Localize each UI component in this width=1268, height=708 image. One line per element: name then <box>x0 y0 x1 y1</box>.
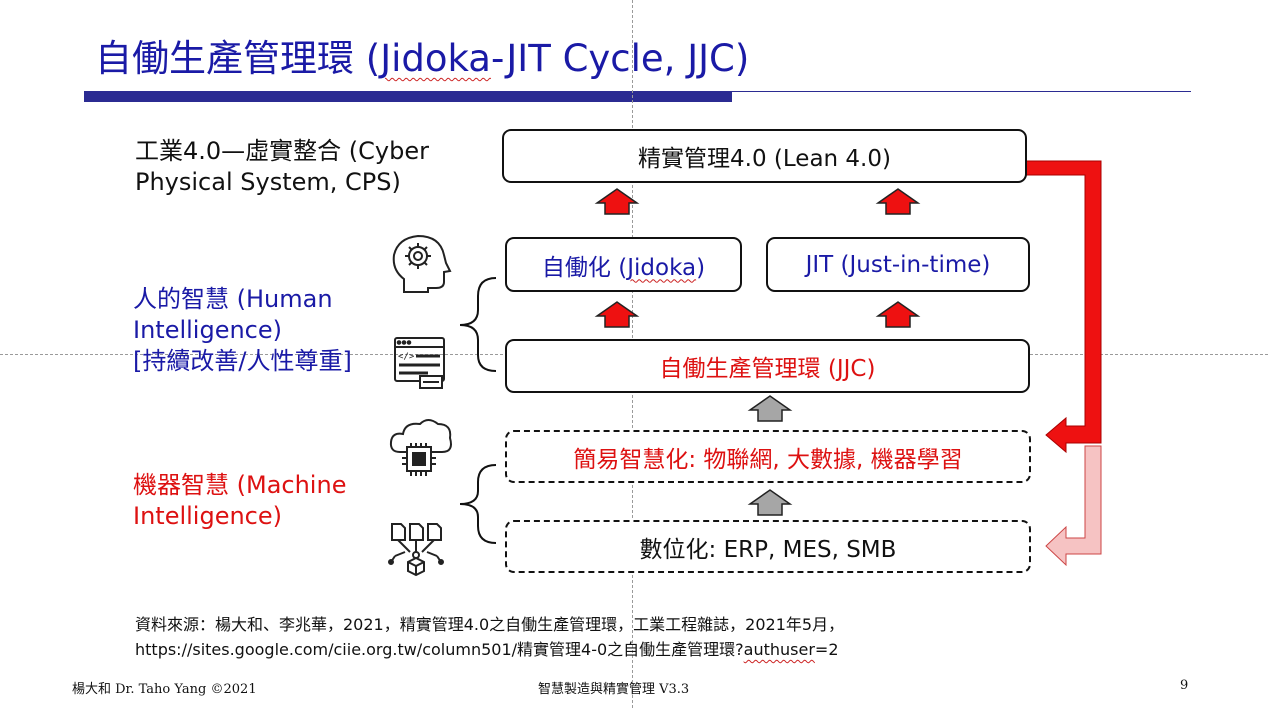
slide-title: 自働生產管理環 (Jidoka-JIT Cycle, JJC) <box>95 37 750 80</box>
footer-course: 智慧製造與精實管理 V3.3 <box>538 682 690 697</box>
up-arrow-red <box>875 188 921 215</box>
digital-box: 數位化: ERP, MES, SMB <box>505 520 1031 573</box>
up-arrow-gray <box>747 489 793 516</box>
up-arrow-red <box>875 301 921 328</box>
feedback-arrow-pink <box>1045 445 1102 567</box>
jjc-box: 自働生產管理環 (JJC) <box>505 339 1030 393</box>
feedback-arrow-red <box>1025 160 1102 454</box>
cloud-chip-icon <box>389 419 452 476</box>
brace-lower <box>459 464 497 544</box>
machine-intelligence-label: 機器智慧 (Machine Intelligence) <box>133 471 347 530</box>
page-number: 9 <box>1180 678 1189 693</box>
gear-head-icon <box>392 234 452 293</box>
cps-label: 工業4.0—虛實整合 (Cyber Physical System, CPS) <box>135 137 429 196</box>
svg-text:</>: </> <box>398 352 415 362</box>
source-citation: 資料來源：楊大和、李兆華，2021，精實管理4.0之自働生產管理環，工業工程雜誌… <box>135 615 845 659</box>
lean-4-box: 精實管理4.0 (Lean 4.0) <box>502 129 1027 183</box>
human-intelligence-label: 人的智慧 (Human Intelligence) [持續改善/人性尊重] <box>133 285 352 375</box>
up-arrow-red <box>594 301 640 328</box>
up-arrow-gray <box>747 395 793 422</box>
brace-upper <box>459 277 497 372</box>
jit-box: JIT (Just-in-time) <box>766 237 1030 292</box>
code-window-icon: </> <box>394 337 445 389</box>
up-arrow-red <box>594 188 640 215</box>
jidoka-box: 自働化 (Jidoka) <box>505 237 742 292</box>
data-network-icon <box>388 523 444 577</box>
smart-box: 簡易智慧化: 物聯網, 大數據, 機器學習 <box>505 430 1031 483</box>
title-rule <box>732 91 1191 92</box>
footer-author: 楊大和 Dr. Taho Yang ©2021 <box>72 682 257 697</box>
title-bar <box>84 91 732 102</box>
